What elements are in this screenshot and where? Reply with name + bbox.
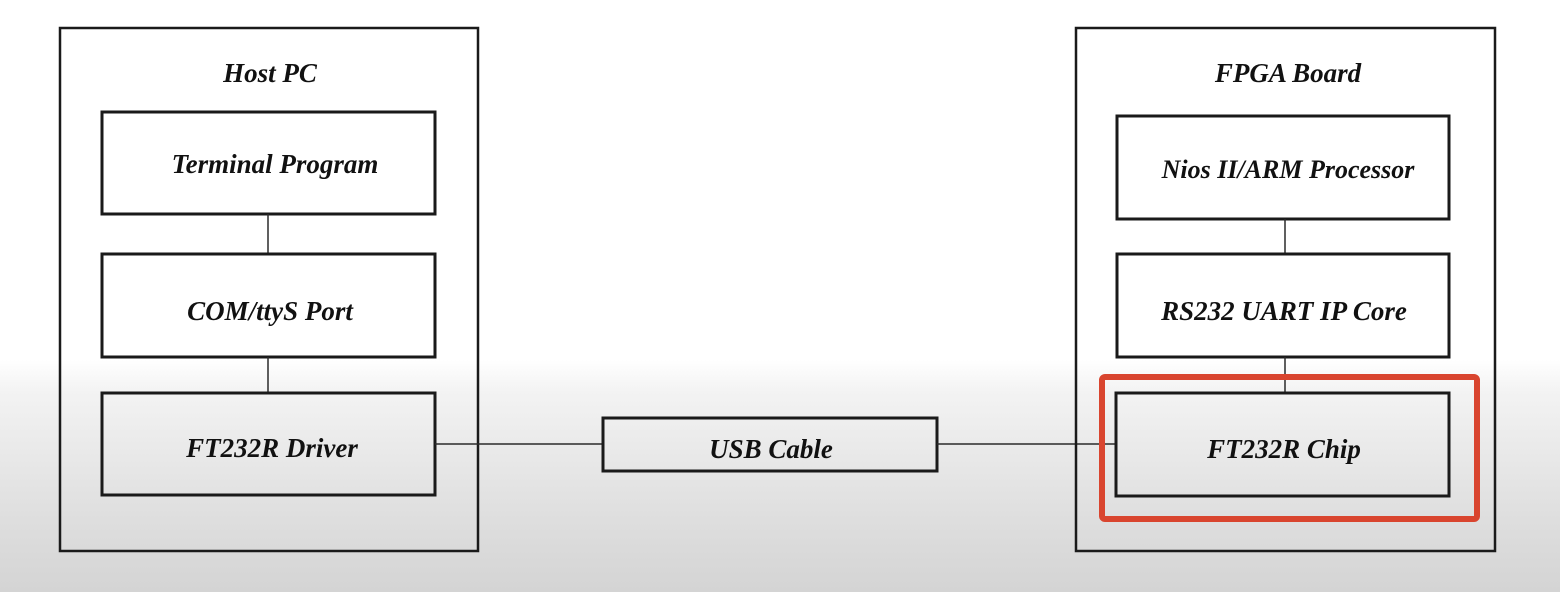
host-pc-title: Host PC <box>222 58 318 88</box>
fpga-board-group: FPGA Board Nios II/ARM Processor RS232 U… <box>1074 26 1497 553</box>
ft232r-chip-label: FT232R Chip <box>1206 434 1361 464</box>
host-pc-group: Host PC Terminal Program COM/ttyS Port F… <box>58 26 480 553</box>
fpga-board-container <box>1074 26 1497 553</box>
fpga-board-title: FPGA Board <box>1214 58 1362 88</box>
com-port-label: COM/ttyS Port <box>187 296 354 326</box>
processor-label: Nios II/ARM Processor <box>1161 155 1416 184</box>
terminal-program-label: Terminal Program <box>172 149 379 179</box>
host-pc-container <box>58 26 480 553</box>
ft232r-driver-label: FT232R Driver <box>185 433 358 463</box>
ft232r-chip-highlight <box>1099 374 1480 522</box>
uart-core-box <box>1115 252 1451 359</box>
ft232r-chip-box <box>1114 391 1451 498</box>
processor-box <box>1115 114 1451 221</box>
uart-core-label: RS232 UART IP Core <box>1160 296 1407 326</box>
usb-cable-label: USB Cable <box>709 434 833 464</box>
